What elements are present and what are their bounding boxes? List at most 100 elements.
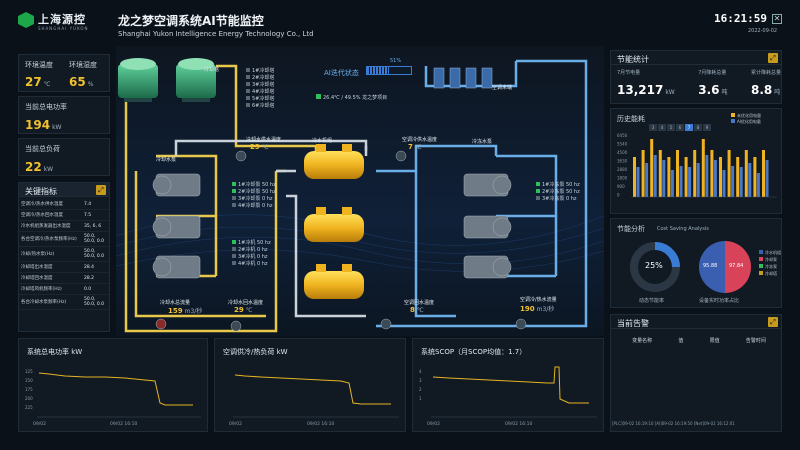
bar-unoptimized (633, 157, 636, 197)
stat-value: 13,217 (617, 83, 664, 97)
status-text: 1#冷冻泵 50 hz (542, 182, 580, 188)
bar-ai-optimized (696, 163, 700, 197)
cw-supply-value: 29 (250, 143, 260, 151)
table-row: 各台冷却水泵频率(Hz)50.0, 50.0, 0.0 (19, 294, 109, 310)
y-tick-label: 150 (25, 378, 33, 383)
status-item: 1#冷却塔 (246, 68, 274, 75)
humidity-unit: % (87, 81, 94, 88)
chw-supply-label: 空调冷供水温度 (402, 137, 438, 143)
status-item: 3#冷冻泵 0 hz (536, 196, 580, 203)
page-title: 龙之梦空调系统AI节能监控 (118, 14, 264, 28)
stat-unit: 吨 (774, 89, 781, 96)
status-text: 3#冷却泵 0 hz (238, 196, 273, 202)
legend-swatch (759, 257, 763, 261)
status-indicator-icon (246, 82, 250, 86)
tab-month[interactable]: 7 (685, 124, 693, 131)
status-footer: [PLC]09-02 16:19:10 [AI]09-02 16:19:50 [… (612, 421, 735, 426)
bar-ai-optimized (722, 170, 726, 197)
humidity-label: 环境湿度 (69, 61, 97, 69)
chw-supply-value: 7 (408, 143, 413, 151)
legend-swatch (731, 119, 735, 123)
x-tick-label: 09/02 (427, 421, 440, 427)
clock-date: 2022-09-02 (748, 28, 778, 34)
x-tick-label: 09/02 (33, 421, 46, 427)
chw-return-value: 8 (410, 306, 415, 314)
load-unit: kW (43, 166, 54, 173)
x-tick-label: 09/02 16:10 (505, 421, 533, 427)
header: 上海源控 SHANGHAI YUKON 龙之梦空调系统AI节能监控 Shangh… (0, 0, 800, 46)
indicator-value: 28.2 (82, 272, 109, 284)
pie-slice-left (699, 241, 725, 293)
legend-item: 冷冻泵 (759, 263, 781, 270)
expand-icon[interactable]: ⤢ (768, 53, 778, 63)
indicator-name: 冷却/热水泵(Hz) (19, 246, 82, 262)
env-panel: 环境温度 27℃ 环境湿度 65% (18, 54, 110, 92)
bar-unoptimized (710, 150, 714, 197)
table-row: 冷却塔风机频率(Hz)0.0 (19, 283, 109, 295)
status-text: 3#冷却塔 (252, 82, 275, 88)
status-indicator-icon (246, 89, 250, 93)
tab-month[interactable]: 4 (658, 124, 666, 131)
indicator-name: 冷水机组蒸发器出水温度 (19, 220, 82, 232)
y-tick-label: 200 (25, 396, 33, 401)
tab-month[interactable]: 3 (649, 124, 657, 131)
humidity-value: 65 (69, 75, 86, 89)
tab-month[interactable]: 9 (703, 124, 711, 131)
chw-flow-value: 190 (520, 305, 535, 313)
tab-month[interactable]: 8 (694, 124, 702, 131)
legend-text: 冷却塔 (765, 271, 777, 276)
chw-flow-unit: m3/秒 (536, 306, 555, 313)
chw-supply-reading: 7℃ (408, 143, 422, 151)
tab-month[interactable]: 6 (676, 124, 684, 131)
stat-label: 累计降耗总量 (750, 70, 781, 76)
main-pipes (174, 139, 368, 318)
status-indicator-icon (232, 182, 236, 186)
chw-return-reading: 8℃ (410, 306, 424, 314)
history-title: 历史能耗 (617, 115, 645, 123)
status-text: 1#冷机 50 hz (238, 240, 271, 246)
ai-legend: 26.4℃ / 49.5% 龙之梦项目 (316, 84, 387, 103)
y-tick-label: 1800 (617, 176, 628, 181)
status-item: 3#冷却塔 (246, 82, 274, 89)
status-item: 5#冷却塔 (246, 96, 274, 103)
close-icon[interactable]: ✕ (772, 14, 782, 24)
trend-chart-title: 系统总电功率 kW (27, 348, 83, 356)
expand-icon[interactable]: ⤢ (768, 317, 778, 327)
indicator-name: 空调冷/热水供水温度 (19, 199, 82, 210)
indicator-value: 7.4 (82, 199, 109, 210)
bar-ai-optimized (636, 167, 640, 197)
trend-chart-title: 空调供冷/热负荷 kW (223, 348, 288, 356)
status-item: 2#冷却塔 (246, 75, 274, 82)
status-indicator-icon (536, 196, 540, 200)
status-text: 5#冷却塔 (252, 96, 275, 102)
alarm-column-header: 变量名称 (632, 338, 653, 344)
pie-chart (699, 241, 751, 293)
y-tick-label: 0 (617, 193, 620, 198)
status-indicator-icon (232, 261, 236, 265)
bar-ai-optimized (705, 155, 709, 197)
y-tick-label: 3 (419, 378, 422, 383)
indicator-value: 28.4 (82, 261, 109, 273)
bar-unoptimized (736, 157, 740, 197)
tab-month[interactable]: 5 (667, 124, 675, 131)
indicator-value: 50.0, 50.0, 0.0 (82, 231, 109, 247)
status-item: 4#冷却塔 (246, 89, 274, 96)
donut-chart (630, 242, 680, 292)
temp-label: 环境温度 (25, 61, 53, 69)
bar-ai-optimized (765, 160, 769, 197)
status-item: 6#冷却塔 (246, 103, 274, 110)
stat-unit: kW (665, 89, 675, 96)
cooling-tower-label: 冷却塔 (204, 67, 220, 73)
cw-flow-value: 159 (168, 307, 183, 315)
expand-icon[interactable]: ⤢ (96, 185, 106, 195)
